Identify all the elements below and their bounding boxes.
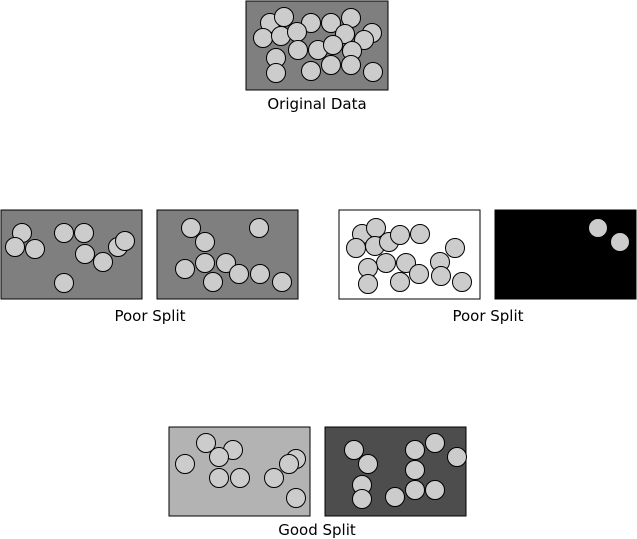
data-item-circle	[610, 232, 630, 252]
poor-split-b-right-items	[588, 218, 630, 252]
data-item-circle	[409, 264, 429, 284]
data-item-circle	[54, 273, 74, 293]
poor-split-a-caption: Poor Split	[114, 307, 185, 325]
good-split-group: Good Split	[168, 426, 467, 539]
poor-split-b-right-panel	[494, 209, 637, 300]
data-item-circle	[250, 264, 270, 284]
poor-split-b-left-items	[346, 218, 472, 294]
data-item-circle	[301, 13, 321, 33]
data-item-circle	[264, 468, 284, 488]
data-item-circle	[175, 259, 195, 279]
data-item-circle	[93, 252, 113, 272]
data-item-circle	[431, 266, 451, 286]
data-item-circle	[323, 35, 343, 55]
data-item-circle	[115, 231, 135, 251]
data-item-circle	[253, 28, 273, 48]
data-item-circle	[405, 480, 425, 500]
data-item-circle	[209, 447, 229, 467]
data-item-circle	[344, 440, 364, 460]
data-item-circle	[405, 440, 425, 460]
data-item-circle	[425, 433, 445, 453]
data-item-circle	[410, 224, 430, 244]
poor-split-a-right-items	[175, 218, 292, 292]
data-item-circle	[445, 238, 465, 258]
data-item-circle	[249, 218, 269, 238]
data-item-circle	[447, 447, 467, 467]
data-item-circle	[181, 218, 201, 238]
good-split-right-items	[344, 433, 467, 509]
data-item-circle	[452, 272, 472, 292]
data-item-circle	[358, 454, 378, 474]
data-item-circle	[209, 468, 229, 488]
data-item-circle	[363, 62, 383, 82]
data-item-circle	[286, 488, 306, 508]
data-item-circle	[390, 225, 410, 245]
data-item-circle	[195, 232, 215, 252]
data-item-circle	[203, 272, 223, 292]
data-item-circle	[274, 7, 294, 27]
data-item-circle	[385, 487, 405, 507]
data-item-circle	[287, 22, 307, 42]
original-data-items	[253, 7, 383, 83]
data-item-circle	[346, 238, 366, 258]
data-item-circle	[341, 55, 361, 75]
data-item-circle	[54, 223, 74, 243]
data-item-circle	[74, 223, 94, 243]
good-split-caption: Good Split	[278, 521, 356, 539]
data-item-circle	[25, 239, 45, 259]
data-item-circle	[288, 40, 308, 60]
original-data-group: Original Data	[245, 0, 389, 113]
poor-split-b-group: Poor Split	[338, 209, 637, 325]
data-item-circle	[301, 61, 321, 81]
data-item-circle	[175, 454, 195, 474]
data-item-circle	[358, 274, 378, 294]
data-item-circle	[75, 244, 95, 264]
poor-split-b-caption: Poor Split	[452, 307, 523, 325]
data-item-circle	[321, 13, 341, 33]
data-item-circle	[405, 460, 425, 480]
data-item-circle	[266, 63, 286, 83]
data-item-circle	[588, 218, 608, 238]
data-item-circle	[195, 253, 215, 273]
data-item-circle	[376, 253, 396, 273]
data-item-circle	[216, 253, 236, 273]
data-item-circle	[272, 272, 292, 292]
data-item-circle	[425, 480, 445, 500]
poor-split-a-left-items	[5, 223, 135, 293]
poor-split-a-group: Poor Split	[0, 209, 299, 325]
original-data-caption: Original Data	[267, 95, 366, 113]
data-item-circle	[352, 489, 372, 509]
data-item-circle	[279, 454, 299, 474]
data-item-circle	[396, 253, 416, 273]
data-item-circle	[5, 237, 25, 257]
good-split-left-items	[175, 433, 306, 508]
data-item-circle	[390, 272, 410, 292]
data-item-circle	[229, 264, 249, 284]
data-item-circle	[321, 55, 341, 75]
data-item-circle	[230, 468, 250, 488]
data-item-circle	[196, 433, 216, 453]
